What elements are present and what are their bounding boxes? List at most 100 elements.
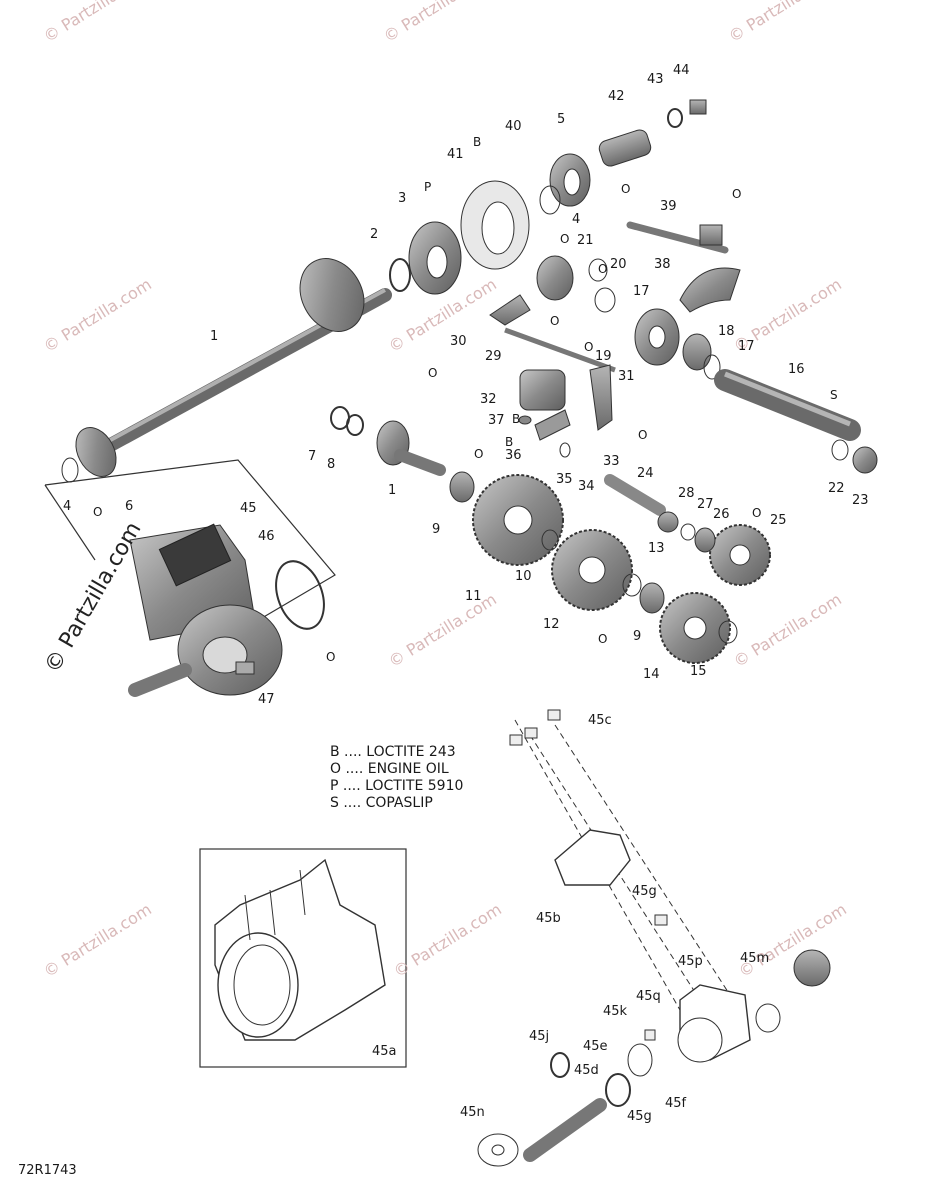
legend-item-b: B .... LOCTITE 243 <box>330 744 456 760</box>
callout-44: 44 <box>673 63 690 78</box>
callout-45q: 45q <box>636 989 661 1004</box>
callout-6: 6 <box>125 499 134 514</box>
callout-39: 39 <box>660 199 677 214</box>
callout-40: 40 <box>505 119 522 134</box>
callout-31: 31 <box>618 369 635 384</box>
symbol-o: O <box>621 182 631 196</box>
callout-27: 27 <box>697 497 714 512</box>
callout-37: 37 <box>488 413 505 428</box>
callout-46: 46 <box>258 529 275 544</box>
housing-assembly-45 <box>44 459 336 697</box>
pinion-gear-lower <box>330 406 475 503</box>
legend-item-o: O .... ENGINE OIL <box>330 761 449 777</box>
callout-38: 38 <box>654 257 671 272</box>
callout-11: 11 <box>465 589 482 604</box>
exploded-view-45 <box>477 709 831 1167</box>
callout-34: 34 <box>578 479 595 494</box>
callout-45p: 45p <box>678 954 703 969</box>
callout-30: 30 <box>450 334 467 349</box>
callout-17: 17 <box>738 339 755 354</box>
callout-18: 18 <box>718 324 735 339</box>
symbol-o: O <box>638 428 648 442</box>
symbol-o: O <box>598 632 608 646</box>
diagram-reference: 72R1743 <box>18 1163 77 1178</box>
callout-32: 32 <box>480 392 497 407</box>
symbol-o: O <box>326 650 336 664</box>
callout-42: 42 <box>608 89 625 104</box>
symbol-o: O <box>732 187 742 201</box>
symbol-o: O <box>428 366 438 380</box>
symbol-o: O <box>550 314 560 328</box>
callout-45e: 45e <box>583 1039 608 1054</box>
callout-45d: 45d <box>574 1063 599 1078</box>
callout-45k: 45k <box>603 1004 628 1019</box>
callout-43: 43 <box>647 72 664 87</box>
callout-14: 14 <box>643 667 660 682</box>
callout-17: 17 <box>633 284 650 299</box>
callout-8: 8 <box>327 457 336 472</box>
callout-45b: 45b <box>536 911 561 926</box>
bearing-part-6 <box>61 457 79 483</box>
callout-45g: 45g <box>632 884 657 899</box>
callout-45n: 45n <box>460 1105 485 1120</box>
callout-9: 9 <box>432 522 441 537</box>
callout-20: 20 <box>610 257 627 272</box>
callout-25: 25 <box>770 513 787 528</box>
callout-45c: 45c <box>588 713 612 728</box>
callout-26: 26 <box>713 507 730 522</box>
callout-28: 28 <box>678 486 695 501</box>
callout-47: 47 <box>258 692 275 707</box>
symbol-s: S <box>830 388 838 402</box>
callout-45: 45 <box>240 501 257 516</box>
callout-4: 4 <box>63 499 72 514</box>
symbol-o: O <box>752 506 762 520</box>
callout-45j: 45j <box>529 1029 550 1044</box>
callout-4: 4 <box>572 212 581 227</box>
legend-item-s: S .... COPASLIP <box>330 795 433 811</box>
shaft-part-16 <box>714 369 878 474</box>
callout-24: 24 <box>637 466 654 481</box>
gear-cluster-upper <box>389 99 721 380</box>
callout-33: 33 <box>603 454 620 469</box>
subassembly-45a-box <box>199 848 407 1068</box>
symbol-b: B <box>473 135 482 149</box>
callout-35: 35 <box>556 472 573 487</box>
shaft-part-1 <box>75 258 392 477</box>
symbol-o: O <box>584 340 594 354</box>
gear-cluster-lower <box>472 474 771 664</box>
callout-16: 16 <box>788 362 805 377</box>
callout-36: 36 <box>505 448 522 463</box>
callout-23: 23 <box>852 493 869 508</box>
callout-10: 10 <box>515 569 532 584</box>
callout-41: 41 <box>447 147 464 162</box>
symbol-p: P <box>424 180 432 194</box>
callout-1: 1 <box>210 329 219 344</box>
callout-1: 1 <box>388 483 397 498</box>
callout-45f: 45f <box>665 1096 687 1111</box>
symbol-o: O <box>560 232 570 246</box>
symbol-o: O <box>93 505 103 519</box>
callout-45g: 45g <box>627 1109 652 1124</box>
symbol-o: O <box>598 262 608 276</box>
symbol-b: B <box>512 412 521 426</box>
symbol-o: O <box>474 447 484 461</box>
legend-item-p: P .... LOCTITE 5910 <box>330 778 464 794</box>
callout-5: 5 <box>557 112 566 127</box>
callout-21: 21 <box>577 233 594 248</box>
callout-3: 3 <box>398 191 407 206</box>
callout-2: 2 <box>370 227 379 242</box>
callout-19: 19 <box>595 349 612 364</box>
callout-7: 7 <box>308 449 317 464</box>
shift-fork-assembly <box>489 294 616 458</box>
callout-9: 9 <box>633 629 642 644</box>
shift-drum-assembly <box>626 221 741 313</box>
callout-12: 12 <box>543 617 560 632</box>
callout-13: 13 <box>648 541 665 556</box>
subassembly-label: 45a <box>372 1044 397 1059</box>
symbol-b: B <box>505 435 514 449</box>
lubricant-legend: B .... LOCTITE 243 O .... ENGINE OIL P .… <box>330 744 463 812</box>
callout-29: 29 <box>485 349 502 364</box>
callout-45m: 45m <box>740 951 770 966</box>
callout-22: 22 <box>828 481 845 496</box>
